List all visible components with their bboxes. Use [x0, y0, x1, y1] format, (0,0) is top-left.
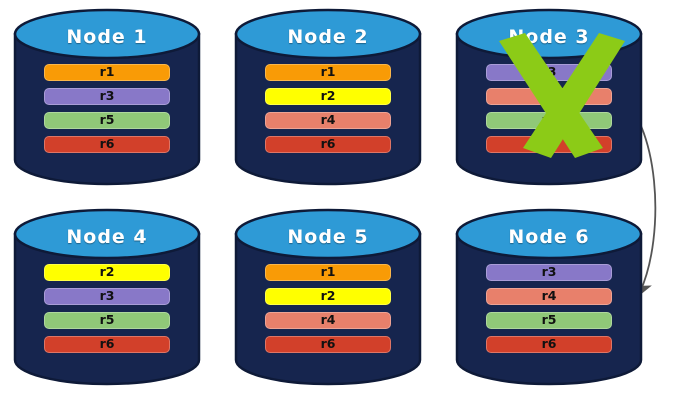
replica-list: r3 r4 r5 r6: [486, 264, 612, 360]
replica-label: r4: [541, 88, 557, 104]
replica-bar-r6[interactable]: r6: [265, 136, 391, 153]
replica-label: r6: [99, 136, 115, 152]
replica-bar-r3[interactable]: r3: [44, 288, 170, 305]
replica-list: r1 r2 r4 r6: [265, 264, 391, 360]
replica-label: r2: [99, 264, 115, 280]
replica-bar-r2[interactable]: r2: [265, 288, 391, 305]
replica-bar-r6[interactable]: r6: [486, 136, 612, 153]
replica-label: r3: [541, 64, 557, 80]
replica-label: r6: [99, 336, 115, 352]
replica-bar-r5[interactable]: r5: [44, 312, 170, 329]
replica-bar-r2[interactable]: r2: [265, 88, 391, 105]
replica-label: r1: [320, 64, 336, 80]
replica-label: r3: [99, 88, 115, 104]
replica-bar-r4[interactable]: r4: [486, 88, 612, 105]
replica-label: r2: [320, 88, 336, 104]
replica-label: r6: [541, 336, 557, 352]
replica-label: r6: [541, 136, 557, 152]
replica-bar-r1[interactable]: r1: [44, 64, 170, 81]
replica-bar-r1[interactable]: r1: [265, 64, 391, 81]
replica-bar-r6[interactable]: r6: [486, 336, 612, 353]
replica-bar-r3[interactable]: r3: [44, 88, 170, 105]
replica-bar-r2[interactable]: r2: [44, 264, 170, 281]
replica-bar-r4[interactable]: r4: [265, 312, 391, 329]
replica-label: r3: [99, 288, 115, 304]
replica-list: r1 r2 r4 r6: [265, 64, 391, 160]
replica-bar-r5[interactable]: r5: [486, 112, 612, 129]
replica-label: r4: [541, 288, 557, 304]
replica-list: r1 r3 r5 r6: [44, 64, 170, 160]
replica-label: r4: [320, 112, 336, 128]
replica-bar-r5[interactable]: r5: [486, 312, 612, 329]
replica-list: r3 r4 r5 r6: [486, 64, 612, 160]
replica-bar-r3[interactable]: r3: [486, 264, 612, 281]
replica-bar-r4[interactable]: r4: [486, 288, 612, 305]
replica-label: r5: [541, 312, 557, 328]
replica-bar-r1[interactable]: r1: [265, 264, 391, 281]
replica-label: r4: [320, 312, 336, 328]
replica-label: r5: [541, 112, 557, 128]
replica-bar-r4[interactable]: r4: [265, 112, 391, 129]
replica-bar-r6[interactable]: r6: [44, 136, 170, 153]
replica-label: r1: [320, 264, 336, 280]
replica-label: r6: [320, 136, 336, 152]
replica-label: r1: [99, 64, 115, 80]
replica-label: r5: [99, 112, 115, 128]
replica-bar-r6[interactable]: r6: [44, 336, 170, 353]
replica-bar-r6[interactable]: r6: [265, 336, 391, 353]
replica-list: r2 r3 r5 r6: [44, 264, 170, 360]
replica-label: r2: [320, 288, 336, 304]
replica-label: r5: [99, 312, 115, 328]
replica-bar-r3[interactable]: r3: [486, 64, 612, 81]
replica-label: r6: [320, 336, 336, 352]
replica-label: r3: [541, 264, 557, 280]
replica-bar-r5[interactable]: r5: [44, 112, 170, 129]
